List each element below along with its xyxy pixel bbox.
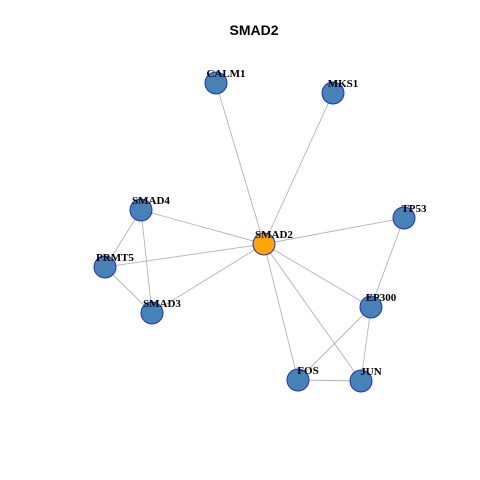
node-circle-smad4: [129, 198, 153, 222]
node-circle-smad2: [252, 232, 276, 256]
graph-title: SMAD2: [229, 22, 278, 38]
node-fos: FOS: [286, 365, 319, 392]
node-prmt5: PRMT5: [93, 252, 134, 279]
edge-smad4-smad3: [140, 209, 153, 314]
edge-smad2-smad3: [151, 243, 265, 314]
edge-ep300-fos: [297, 306, 372, 381]
edge-ep300-jun: [360, 306, 372, 382]
node-label-calm1: CALM1: [206, 68, 245, 80]
node-jun: JUN: [349, 366, 382, 393]
node-label-ep300: EP300: [366, 292, 397, 304]
node-circle-mks1: [321, 81, 345, 105]
node-circle-smad3: [140, 301, 164, 325]
edge-smad2-calm1: [215, 82, 265, 245]
edge-smad2-mks1: [263, 92, 334, 245]
edge-smad2-ep300: [263, 243, 372, 308]
edge-tp53-ep300: [370, 217, 405, 308]
node-smad4: SMAD4: [129, 195, 170, 222]
node-tp53: TP53: [392, 203, 427, 230]
node-label-fos: FOS: [297, 365, 318, 377]
node-mks1: MKS1: [321, 78, 359, 105]
node-label-tp53: TP53: [401, 203, 427, 215]
node-calm1: CALM1: [204, 68, 246, 95]
node-smad2: SMAD2: [252, 229, 293, 256]
node-label-jun: JUN: [360, 366, 381, 378]
node-label-smad2: SMAD2: [255, 229, 293, 241]
node-smad3: SMAD3: [140, 298, 181, 325]
edge-smad2-smad4: [140, 209, 265, 245]
node-label-smad3: SMAD3: [143, 298, 181, 310]
edge-smad2-prmt5: [104, 243, 265, 268]
node-circle-tp53: [392, 206, 416, 230]
node-circle-calm1: [204, 71, 228, 95]
node-ep300: EP300: [359, 292, 397, 319]
node-circle-jun: [349, 369, 373, 393]
edge-smad2-fos: [263, 243, 299, 381]
edge-smad2-jun: [263, 243, 362, 382]
node-label-mks1: MKS1: [328, 78, 359, 90]
node-circle-ep300: [359, 295, 383, 319]
node-circle-prmt5: [93, 255, 117, 279]
edge-smad2-tp53: [263, 217, 405, 245]
node-circle-fos: [286, 368, 310, 392]
node-label-smad4: SMAD4: [132, 195, 170, 207]
node-label-prmt5: PRMT5: [96, 252, 134, 264]
